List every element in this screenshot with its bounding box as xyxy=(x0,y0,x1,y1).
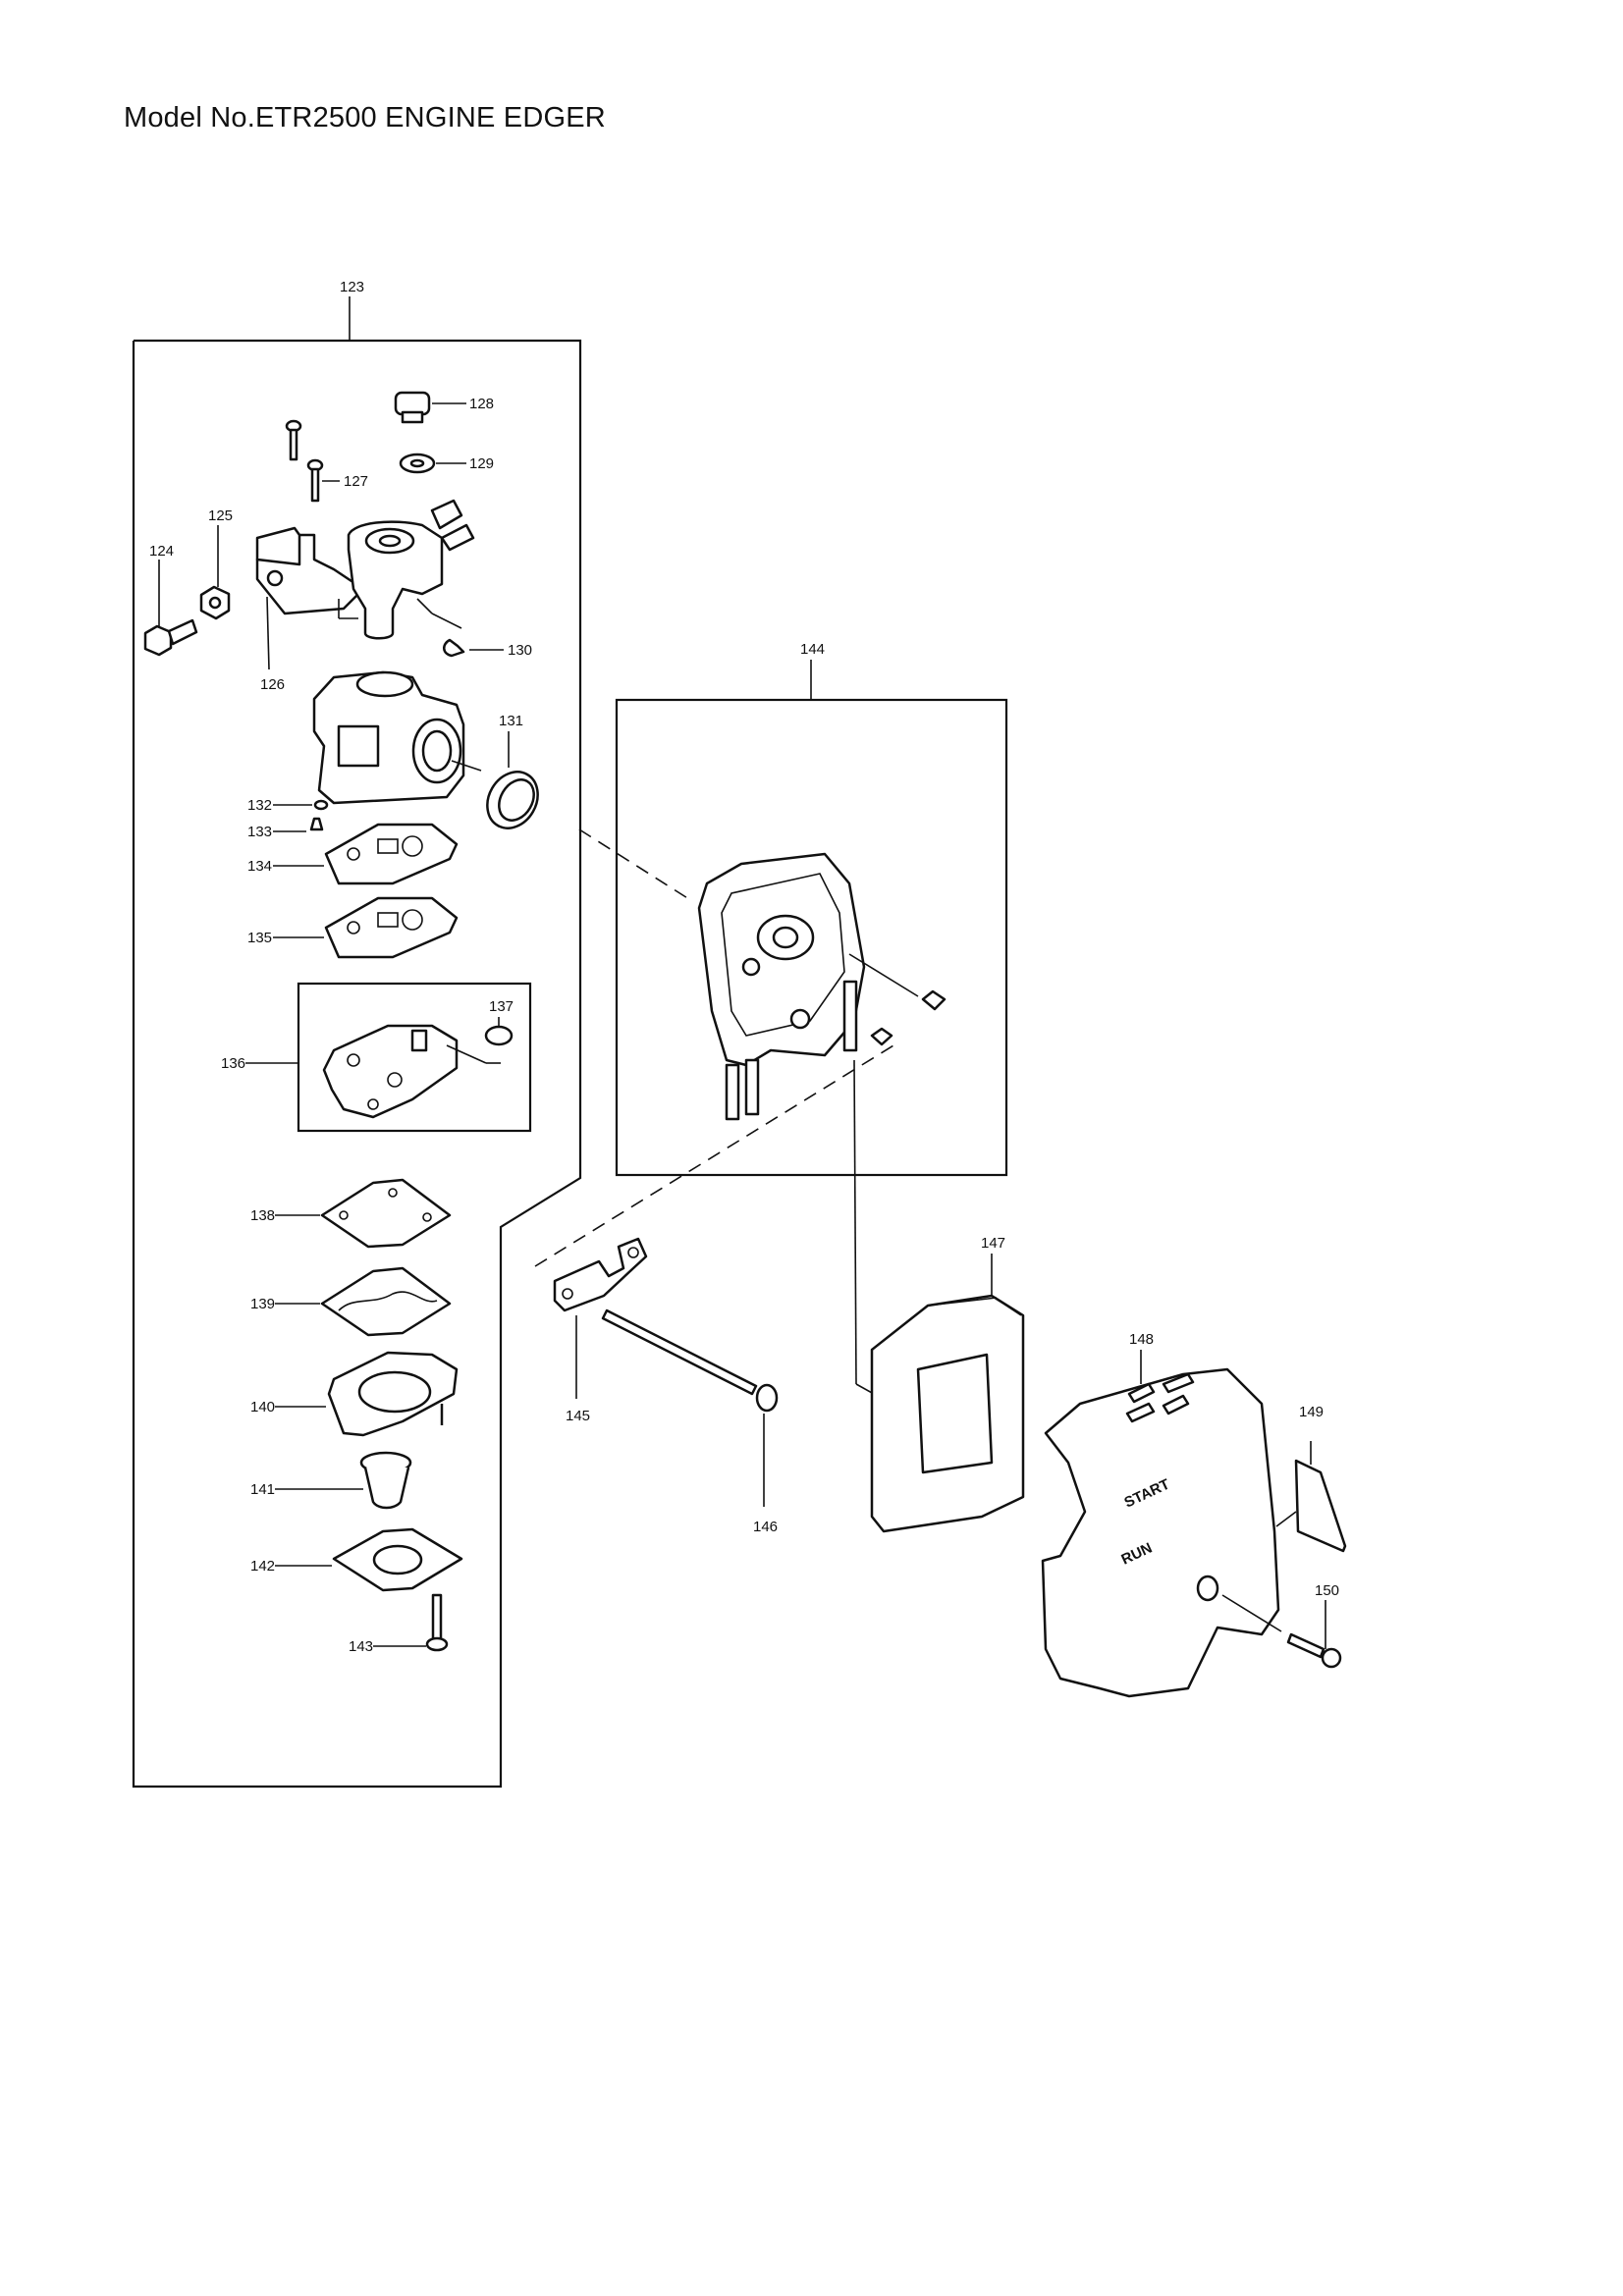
part-132-ring: 132 xyxy=(247,797,329,814)
part-label-149: 149 xyxy=(1299,1404,1324,1420)
part-label-133: 133 xyxy=(247,824,272,840)
part-134-gasket: 134 xyxy=(247,823,459,885)
part-150-screw: 150 xyxy=(1221,1582,1342,1669)
part-135-gasket: 135 xyxy=(247,896,459,959)
part-137-filter: 137 xyxy=(446,998,514,1064)
part-label-150: 150 xyxy=(1315,1582,1339,1599)
part-label-130: 130 xyxy=(508,642,532,659)
part-label-129: 129 xyxy=(469,455,494,472)
part-label-131: 131 xyxy=(499,713,523,729)
part-127-screw: 127 xyxy=(285,419,368,503)
part-label-124: 124 xyxy=(149,543,174,560)
part-149-label: 149 xyxy=(1275,1404,1347,1553)
guide-line-145 xyxy=(534,1041,899,1267)
carburetor-main-body xyxy=(312,670,482,805)
part-126-bracket: 126 xyxy=(255,526,365,693)
guide-line-147 xyxy=(853,1059,857,1385)
part-145-bracket: 145 xyxy=(553,1237,648,1424)
part-label-135: 135 xyxy=(247,930,272,946)
part-131-gasket: 131 xyxy=(486,713,539,829)
part-label-125: 125 xyxy=(208,507,233,524)
part-label-134: 134 xyxy=(247,858,272,875)
carburetor-assembly-frame: 123 xyxy=(132,279,582,1789)
part-139-diaphragm: 139 xyxy=(250,1266,452,1337)
part-label-128: 128 xyxy=(469,396,494,412)
part-label-145: 145 xyxy=(566,1408,590,1424)
part-label-147: 147 xyxy=(981,1235,1005,1252)
part-label-143: 143 xyxy=(349,1638,373,1655)
part-143-screw: 143 xyxy=(349,1593,449,1655)
part-138-diaphragm: 138 xyxy=(250,1178,452,1249)
part-label-137: 137 xyxy=(489,998,514,1015)
part-label-138: 138 xyxy=(250,1207,275,1224)
part-136-pump-cover-frame: 136 xyxy=(221,982,532,1133)
part-label-136: 136 xyxy=(221,1055,245,1072)
part-133-needle: 133 xyxy=(247,817,324,840)
part-128-knob: 128 xyxy=(394,391,494,424)
part-129-washer: 129 xyxy=(399,453,494,474)
part-142-cover-plate: 142 xyxy=(250,1527,463,1592)
part-label-127: 127 xyxy=(344,473,368,490)
page-title: Model No.ETR2500 ENGINE EDGER xyxy=(124,102,606,133)
part-147-filter-element: 147 xyxy=(870,1235,1025,1533)
part-label-144: 144 xyxy=(800,641,825,658)
part-label-123: 123 xyxy=(340,279,364,295)
part-label-141: 141 xyxy=(250,1481,275,1498)
part-146-long-bolt: 146 xyxy=(601,1308,779,1535)
carburetor-upper-body xyxy=(338,499,475,640)
part-124-bolt: 124 xyxy=(143,543,198,657)
part-label-139: 139 xyxy=(250,1296,275,1312)
part-label-126: 126 xyxy=(260,676,285,693)
part-125-nut: 125 xyxy=(199,507,233,620)
part-144-air-cleaner-case: 144 xyxy=(578,641,1008,1177)
part-140-pump-body: 140 xyxy=(250,1351,459,1437)
part-130-clip: 130 xyxy=(443,638,532,659)
part-label-140: 140 xyxy=(250,1399,275,1415)
part-label-142: 142 xyxy=(250,1558,275,1575)
part-label-132: 132 xyxy=(247,797,272,814)
part-141-cup: 141 xyxy=(250,1451,412,1510)
part-label-148: 148 xyxy=(1129,1331,1154,1348)
part-label-146: 146 xyxy=(753,1519,778,1535)
part-148-air-cleaner-cover: START RUN 148 xyxy=(1041,1331,1280,1698)
